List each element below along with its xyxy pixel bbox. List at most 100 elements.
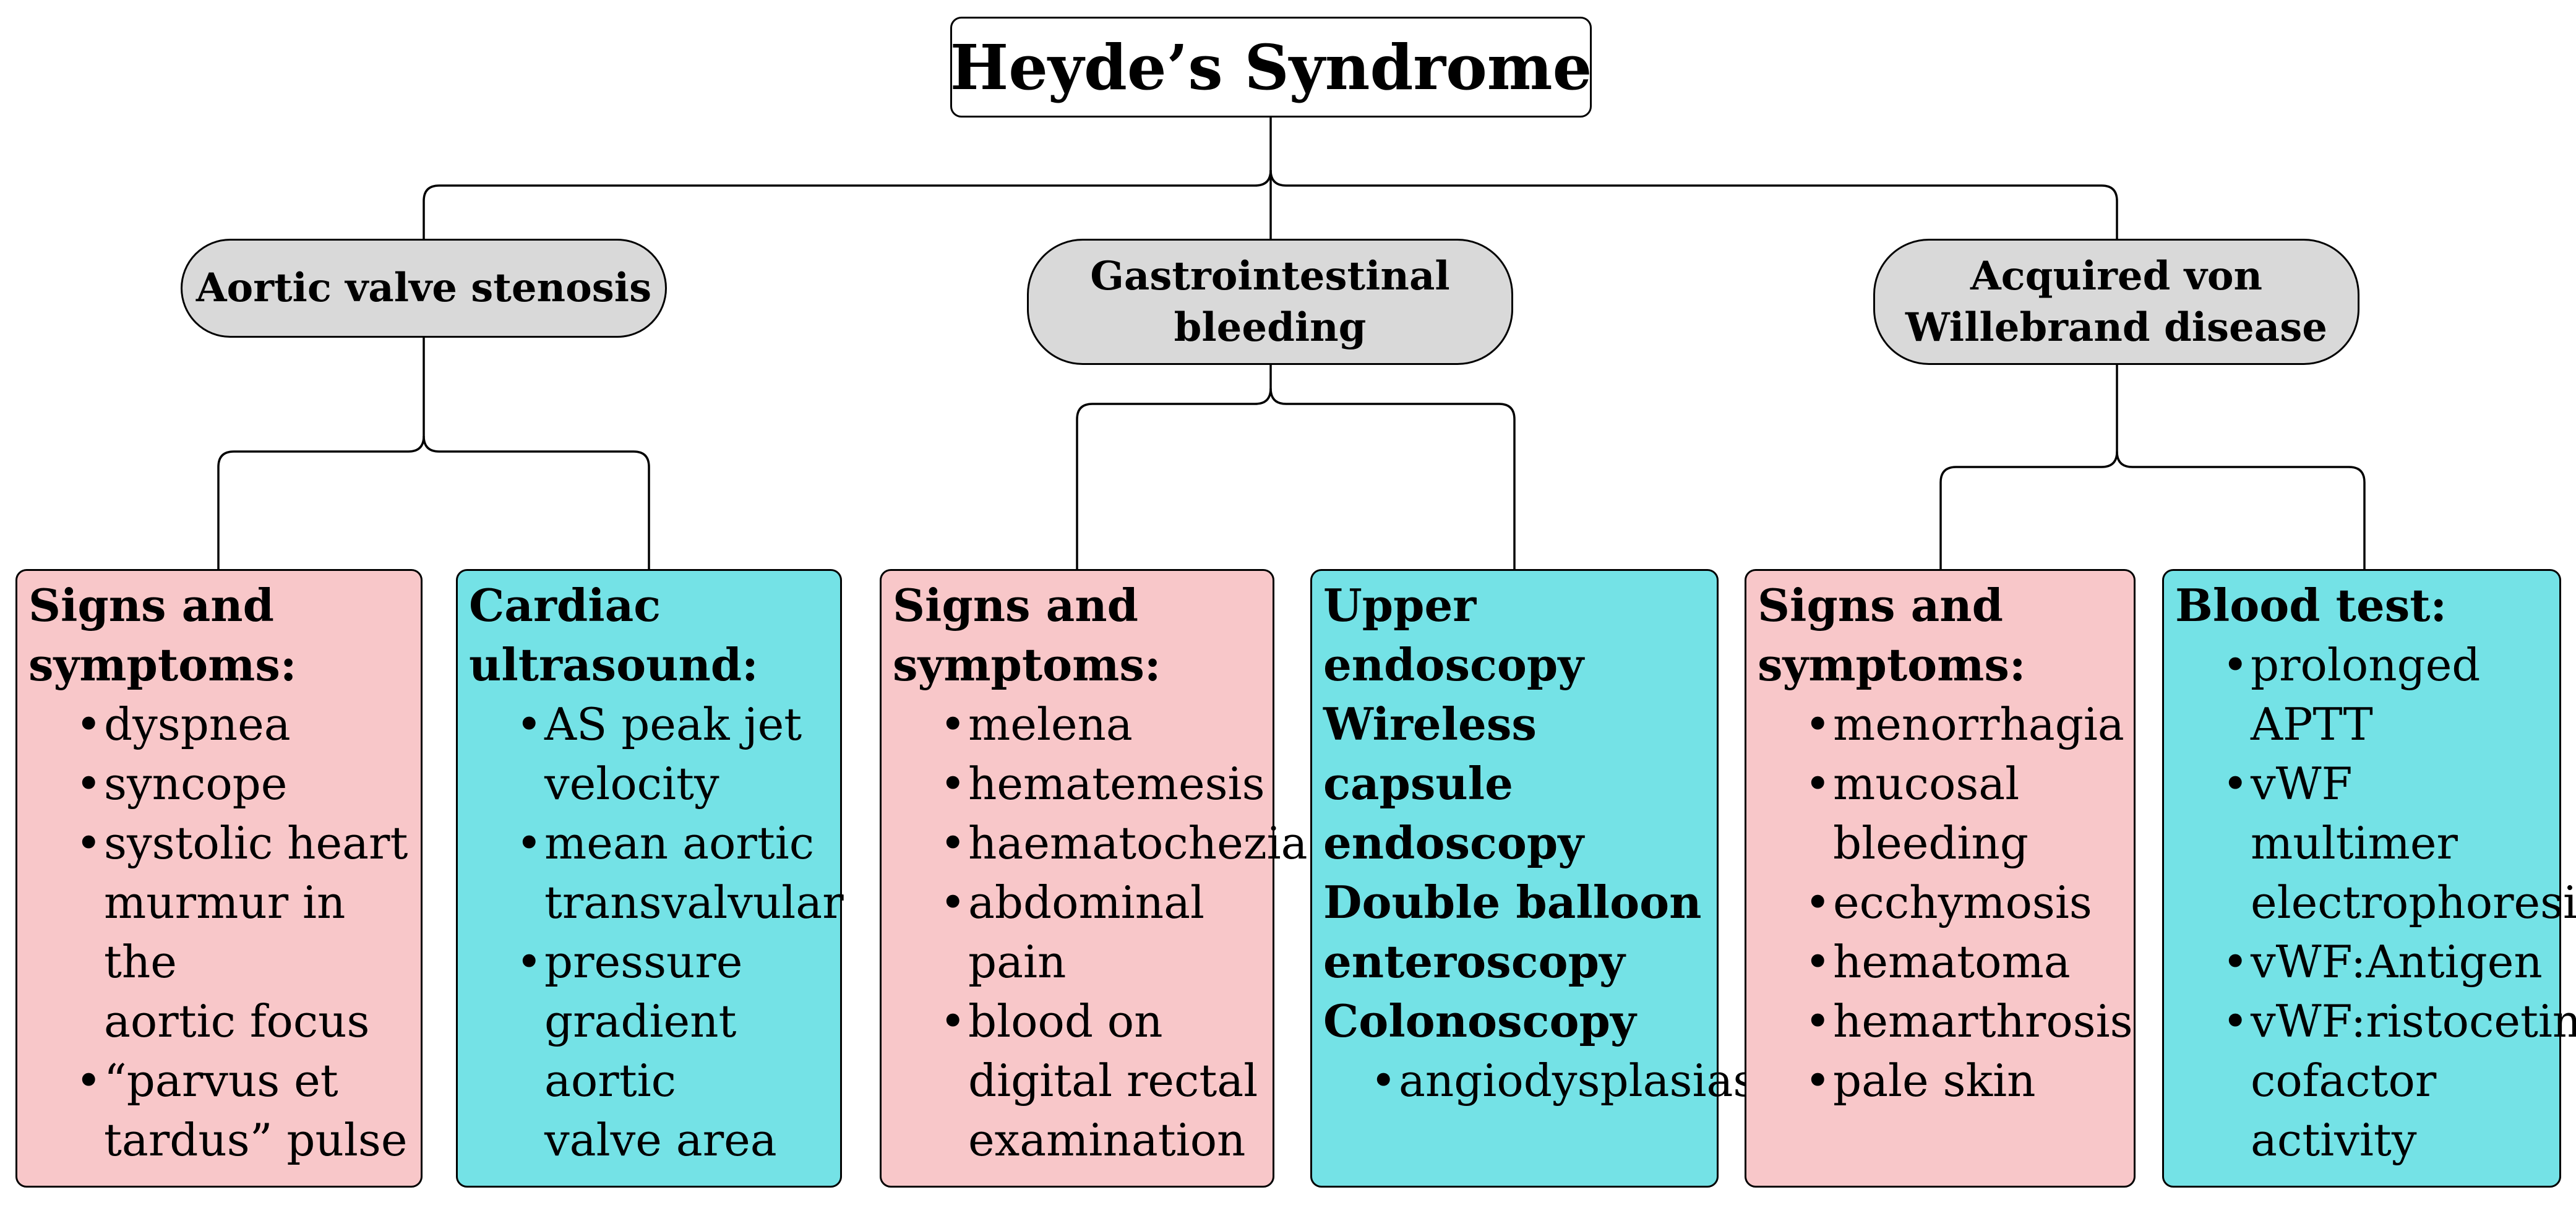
leaf-heading-line: symptoms: — [28, 638, 297, 691]
bullet-item-line: tardus” pulse — [104, 1114, 408, 1166]
connector-aortic-to-ultrasound — [423, 435, 650, 569]
bullet-item-line: melena — [968, 698, 1133, 750]
bullet-item: dyspnea — [75, 695, 412, 754]
leaf-heading-line: Upper endoscopy — [1323, 579, 1584, 691]
bullet-item-line: ecchymosis — [1833, 876, 2092, 928]
bullet-list: prolongedAPTTvWF multimerelectrophoresis… — [2175, 635, 2576, 1170]
leaf-gi-signs-symptoms: Signs andsymptoms:melenahematemesishaema… — [880, 569, 1308, 1188]
connector-vwd-to-bloodtest — [2116, 451, 2366, 569]
bullet-item-line: APTT — [2251, 698, 2373, 750]
bullet-item-line: mean aortic — [544, 817, 815, 869]
connector-gi-to-signs — [1076, 388, 1272, 569]
bullet-item: haematochezia — [940, 813, 1308, 873]
bullet-item-line: vWF:ristocetin — [2251, 995, 2576, 1047]
bullet-item: ecchymosis — [1805, 873, 2125, 932]
bullet-item-line: hematoma — [1833, 936, 2071, 988]
bullet-item-line: “parvus et — [104, 1055, 338, 1107]
bullet-item-line: abdominal — [968, 876, 1205, 928]
bullet-item-line: pain — [968, 936, 1067, 988]
bullet-item-line: vWF:Antigen — [2251, 936, 2543, 988]
bullet-item-line: cofactor — [2251, 1055, 2437, 1107]
leaf-heading-line: ultrasound: — [469, 638, 758, 691]
leaf-heading-line: symptoms: — [1758, 638, 2026, 691]
bullet-list: menorrhagiamucosalbleedingecchymosis hema… — [1758, 695, 2133, 1110]
bullet-item-line: valve area — [544, 1114, 777, 1166]
bullet-item-line: AS peak jet — [544, 698, 802, 750]
bullet-item-line: pressure — [544, 936, 743, 988]
category-label-line: Acquired von — [1970, 252, 2263, 299]
leaf-heading: Blood test: — [2175, 576, 2551, 635]
bullet-item-line: transvalvular — [544, 876, 844, 928]
bullet-item: pressure gradient aortic valve area — [516, 932, 831, 1170]
leaf-heading: Signs and symptoms: — [28, 576, 412, 695]
bullet-item: pale skin — [1805, 1051, 2125, 1110]
leaf-heading-line: Double balloon — [1323, 876, 1702, 928]
bullet-item: hematoma — [1805, 932, 2125, 992]
category-label-line: bleeding — [1174, 304, 1367, 351]
leaf-heading: Signs and symptoms: — [893, 576, 1264, 695]
category-label: Gastrointestinal bleeding — [1090, 251, 1449, 353]
connector-vwd-to-signs — [1939, 451, 2118, 569]
leaf-heading-line: enteroscopy — [1323, 935, 1625, 988]
bullet-item-line: digital rectal — [968, 1055, 1258, 1107]
bullet-item-line: menorrhagia — [1833, 698, 2124, 750]
bullet-item: abdominal pain — [940, 873, 1264, 992]
bullet-item-line: angiodysplasias — [1399, 1055, 1756, 1107]
bullet-item-line: velocity — [544, 758, 719, 810]
bullet-item-line: hemarthrosis — [1833, 995, 2133, 1047]
category-label-line: Gastrointestinal — [1090, 252, 1450, 299]
leaf-heading-line: Signs and — [28, 579, 274, 632]
leaf-blood-test: Blood test:prolongedAPTTvWF multimerelec… — [2162, 569, 2576, 1188]
bullet-item-line: prolonged — [2251, 639, 2481, 691]
leaf-heading-line: Signs and — [893, 579, 1138, 632]
category-label-line: Aortic valve stenosis — [195, 265, 652, 312]
bullet-item-line: blood on — [968, 995, 1163, 1047]
category-gastrointestinal-bleeding: Gastrointestinal bleeding — [1027, 239, 1513, 365]
root-node-title: Heyde’s Syndrome — [950, 17, 1592, 118]
bullet-item-line: electrophoresis — [2251, 876, 2576, 928]
bullet-item: hemarthrosis — [1805, 992, 2133, 1051]
category-label: Aortic valve stenosis — [196, 262, 651, 314]
bullet-item: angiodysplasias — [1370, 1051, 1756, 1110]
connector-aortic-to-signs — [217, 435, 425, 569]
bullet-item: hematemesis — [940, 754, 1265, 813]
bullet-item: menorrhagia — [1805, 695, 2125, 754]
bullet-item-line: gradient aortic — [544, 995, 737, 1107]
bullet-item-line: examination — [968, 1114, 1246, 1166]
bullet-item-line: vWF multimer — [2251, 758, 2458, 869]
bullet-item: “parvus et tardus” pulse — [75, 1051, 412, 1170]
bullet-item: mean aortic transvalvular — [516, 813, 844, 932]
connector-root-to-vwd — [1269, 169, 2118, 239]
bullet-list: dyspnea syncope systolic heart murmur in th… — [28, 695, 412, 1170]
leaf-heading-line: Colonoscopy — [1323, 995, 1636, 1047]
bullet-list: melenahematemesishaematocheziaabdominal p… — [893, 695, 1308, 1170]
category-label-line: Willebrand disease — [1905, 304, 2327, 351]
bullet-item-line: activity — [2251, 1114, 2417, 1166]
bullet-item: vWF:Antigen — [2222, 932, 2551, 992]
bullet-item-line: syncope — [104, 758, 288, 810]
bullet-item-line: dyspnea — [104, 698, 291, 750]
bullet-item: melena — [940, 695, 1264, 754]
bullet-list: angiodysplasias — [1323, 1051, 1756, 1110]
leaf-heading-line: symptoms: — [893, 638, 1161, 691]
bullet-item-line: murmur in the — [104, 876, 346, 988]
bullet-item: blood on digital rectal examination — [940, 992, 1264, 1170]
connector-root-to-aortic — [423, 169, 1272, 239]
connector-gi-to-endoscopy — [1269, 388, 1516, 569]
bullet-item-line: systolic heart — [104, 817, 408, 869]
leaf-heading-line: Wireless capsule — [1323, 698, 1537, 810]
bullet-item-line: mucosal — [1833, 758, 2020, 810]
leaf-vwd-signs-symptoms: Signs andsymptoms:menorrhagiamucosalblee… — [1745, 569, 2136, 1188]
leaf-heading-line: endoscopy — [1323, 816, 1584, 869]
